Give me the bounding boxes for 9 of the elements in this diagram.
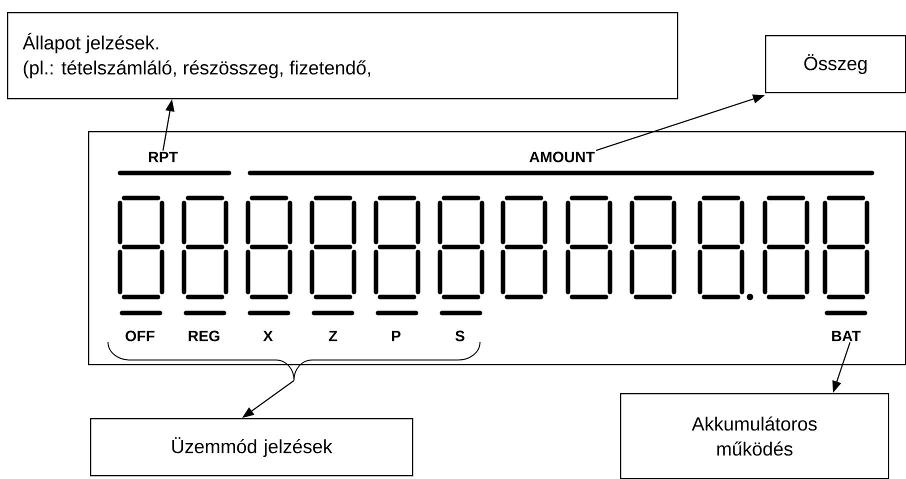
segment-label: RPT <box>149 152 178 162</box>
curly-brace <box>108 342 480 380</box>
callout-box: Állapot jelzések. (pl.: tételszámláló, részösszeg, fizetendő, <box>7 12 678 100</box>
segment-label: AMOUNT <box>529 152 595 162</box>
callout-box: Összeg <box>765 35 906 94</box>
segment-label: BAT <box>832 330 861 342</box>
callout-box: Akkumulátoros működés <box>620 392 890 479</box>
callout-box: Üzemmód jelzések <box>90 418 414 476</box>
display-panel <box>88 131 906 366</box>
